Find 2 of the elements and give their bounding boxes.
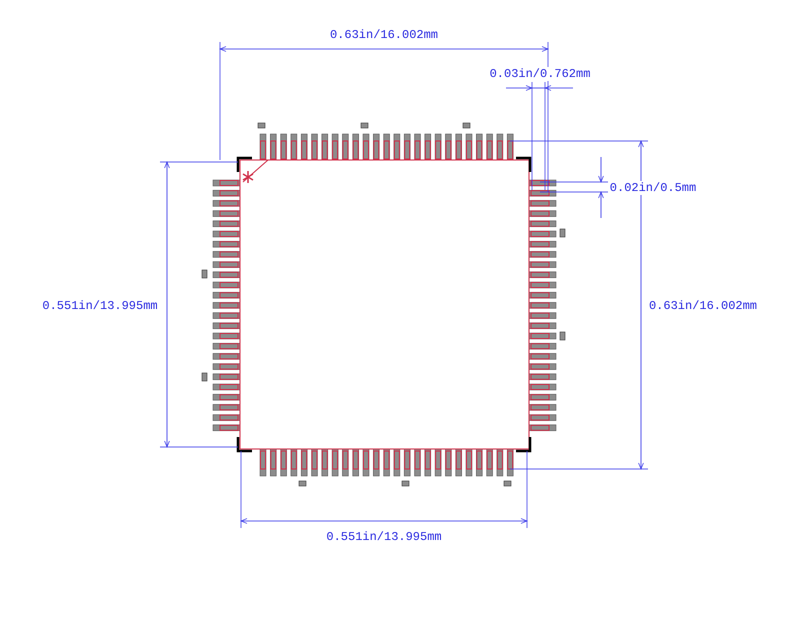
dimension-label: 0.02in/0.5mm bbox=[610, 181, 696, 195]
dimension-label: 0.03in/0.762mm bbox=[490, 67, 590, 81]
